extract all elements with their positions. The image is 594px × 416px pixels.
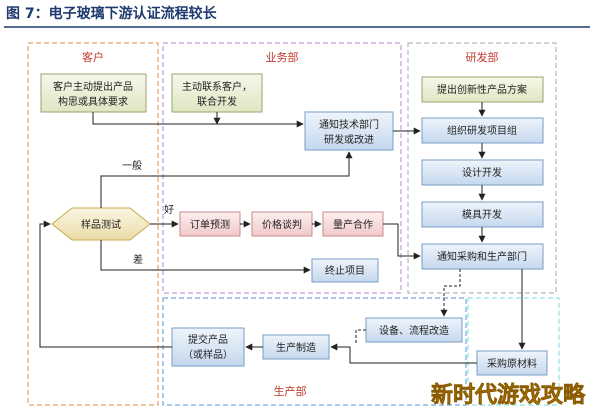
order-forecast-label: 订单预测: [190, 218, 230, 231]
purchase-materials-box: [476, 350, 548, 376]
equipment-change-label: 设备、流程改造: [379, 324, 449, 337]
watermark: 新时代游戏攻略: [431, 382, 586, 408]
notify-purchase-label: 通知采购和生产部门: [437, 250, 527, 263]
purchase-materials-label: 采购原材料: [487, 357, 537, 370]
mold-dev-box: [421, 201, 544, 228]
edge-submit-to-sample: [39, 220, 172, 348]
sample-test-label: 样品测试: [81, 218, 121, 231]
mass-cooperation-label: 量产合作: [333, 218, 373, 231]
customer-request-box: [40, 73, 147, 113]
business-contact-line1: 主动联系客户，: [182, 80, 252, 93]
customer-request-line1: 客户主动提出产品: [53, 80, 133, 93]
business-contact-line2: 联合开发: [197, 95, 237, 108]
lane-customer: [27, 42, 159, 406]
propose-plan-box: [421, 76, 544, 103]
lane-title-production: 生产部: [274, 384, 307, 398]
mold-dev-label: 模具开发: [462, 208, 502, 221]
lane-title-customer: 客户: [82, 50, 104, 64]
edge-sample-average: [100, 151, 353, 208]
notify-tech-line1: 通知技术部门: [319, 118, 379, 131]
notify-tech-box: [304, 111, 394, 151]
design-dev-box: [421, 159, 544, 186]
edge-label-good: 好: [164, 204, 174, 216]
price-negotiation-box: [251, 211, 313, 237]
manufacturing-label: 生产制造: [276, 341, 316, 354]
edge-sample-poor: [100, 240, 311, 274]
connectors: [39, 102, 526, 364]
submit-product-line1: 提交产品: [188, 333, 228, 346]
edge-label-poor: 差: [133, 253, 143, 266]
lane-production: [162, 297, 467, 406]
figure-title: 图 7：电子玻璃下游认证流程较长: [6, 5, 218, 22]
edge-notify-to-equipment: [440, 269, 461, 317]
edge-materials-to-manufacturing: [330, 343, 477, 364]
project-team-label: 组织研发项目组: [447, 124, 517, 137]
notify-purchase-box: [421, 243, 544, 270]
mass-cooperation-box: [322, 211, 384, 237]
edge-customer-to-notify: [92, 112, 304, 128]
edge-label-average: 一般: [122, 159, 142, 172]
design-dev-label: 设计开发: [462, 166, 502, 179]
edge-equipment-to-manufacturing: [355, 329, 366, 345]
lane-business: [162, 42, 402, 294]
notify-tech-line2: 研发或改进: [324, 133, 374, 146]
lane-title-rnd: 研发部: [466, 50, 499, 64]
lane-rnd: [407, 42, 557, 294]
customer-request-line2: 构思或具体要求: [58, 95, 128, 108]
price-negotiation-label: 价格谈判: [262, 218, 302, 231]
terminate-label: 终止项目: [325, 264, 365, 277]
terminate-box: [311, 258, 379, 283]
equipment-change-box: [365, 317, 463, 343]
lane-title-business: 业务部: [266, 50, 299, 64]
lane-extra: [467, 297, 560, 406]
submit-product-line2: （或样品）: [183, 348, 233, 361]
project-team-box: [421, 117, 544, 144]
propose-plan-label: 提出创新性产品方案: [437, 83, 527, 96]
edge-mass-to-purchase: [383, 223, 421, 260]
